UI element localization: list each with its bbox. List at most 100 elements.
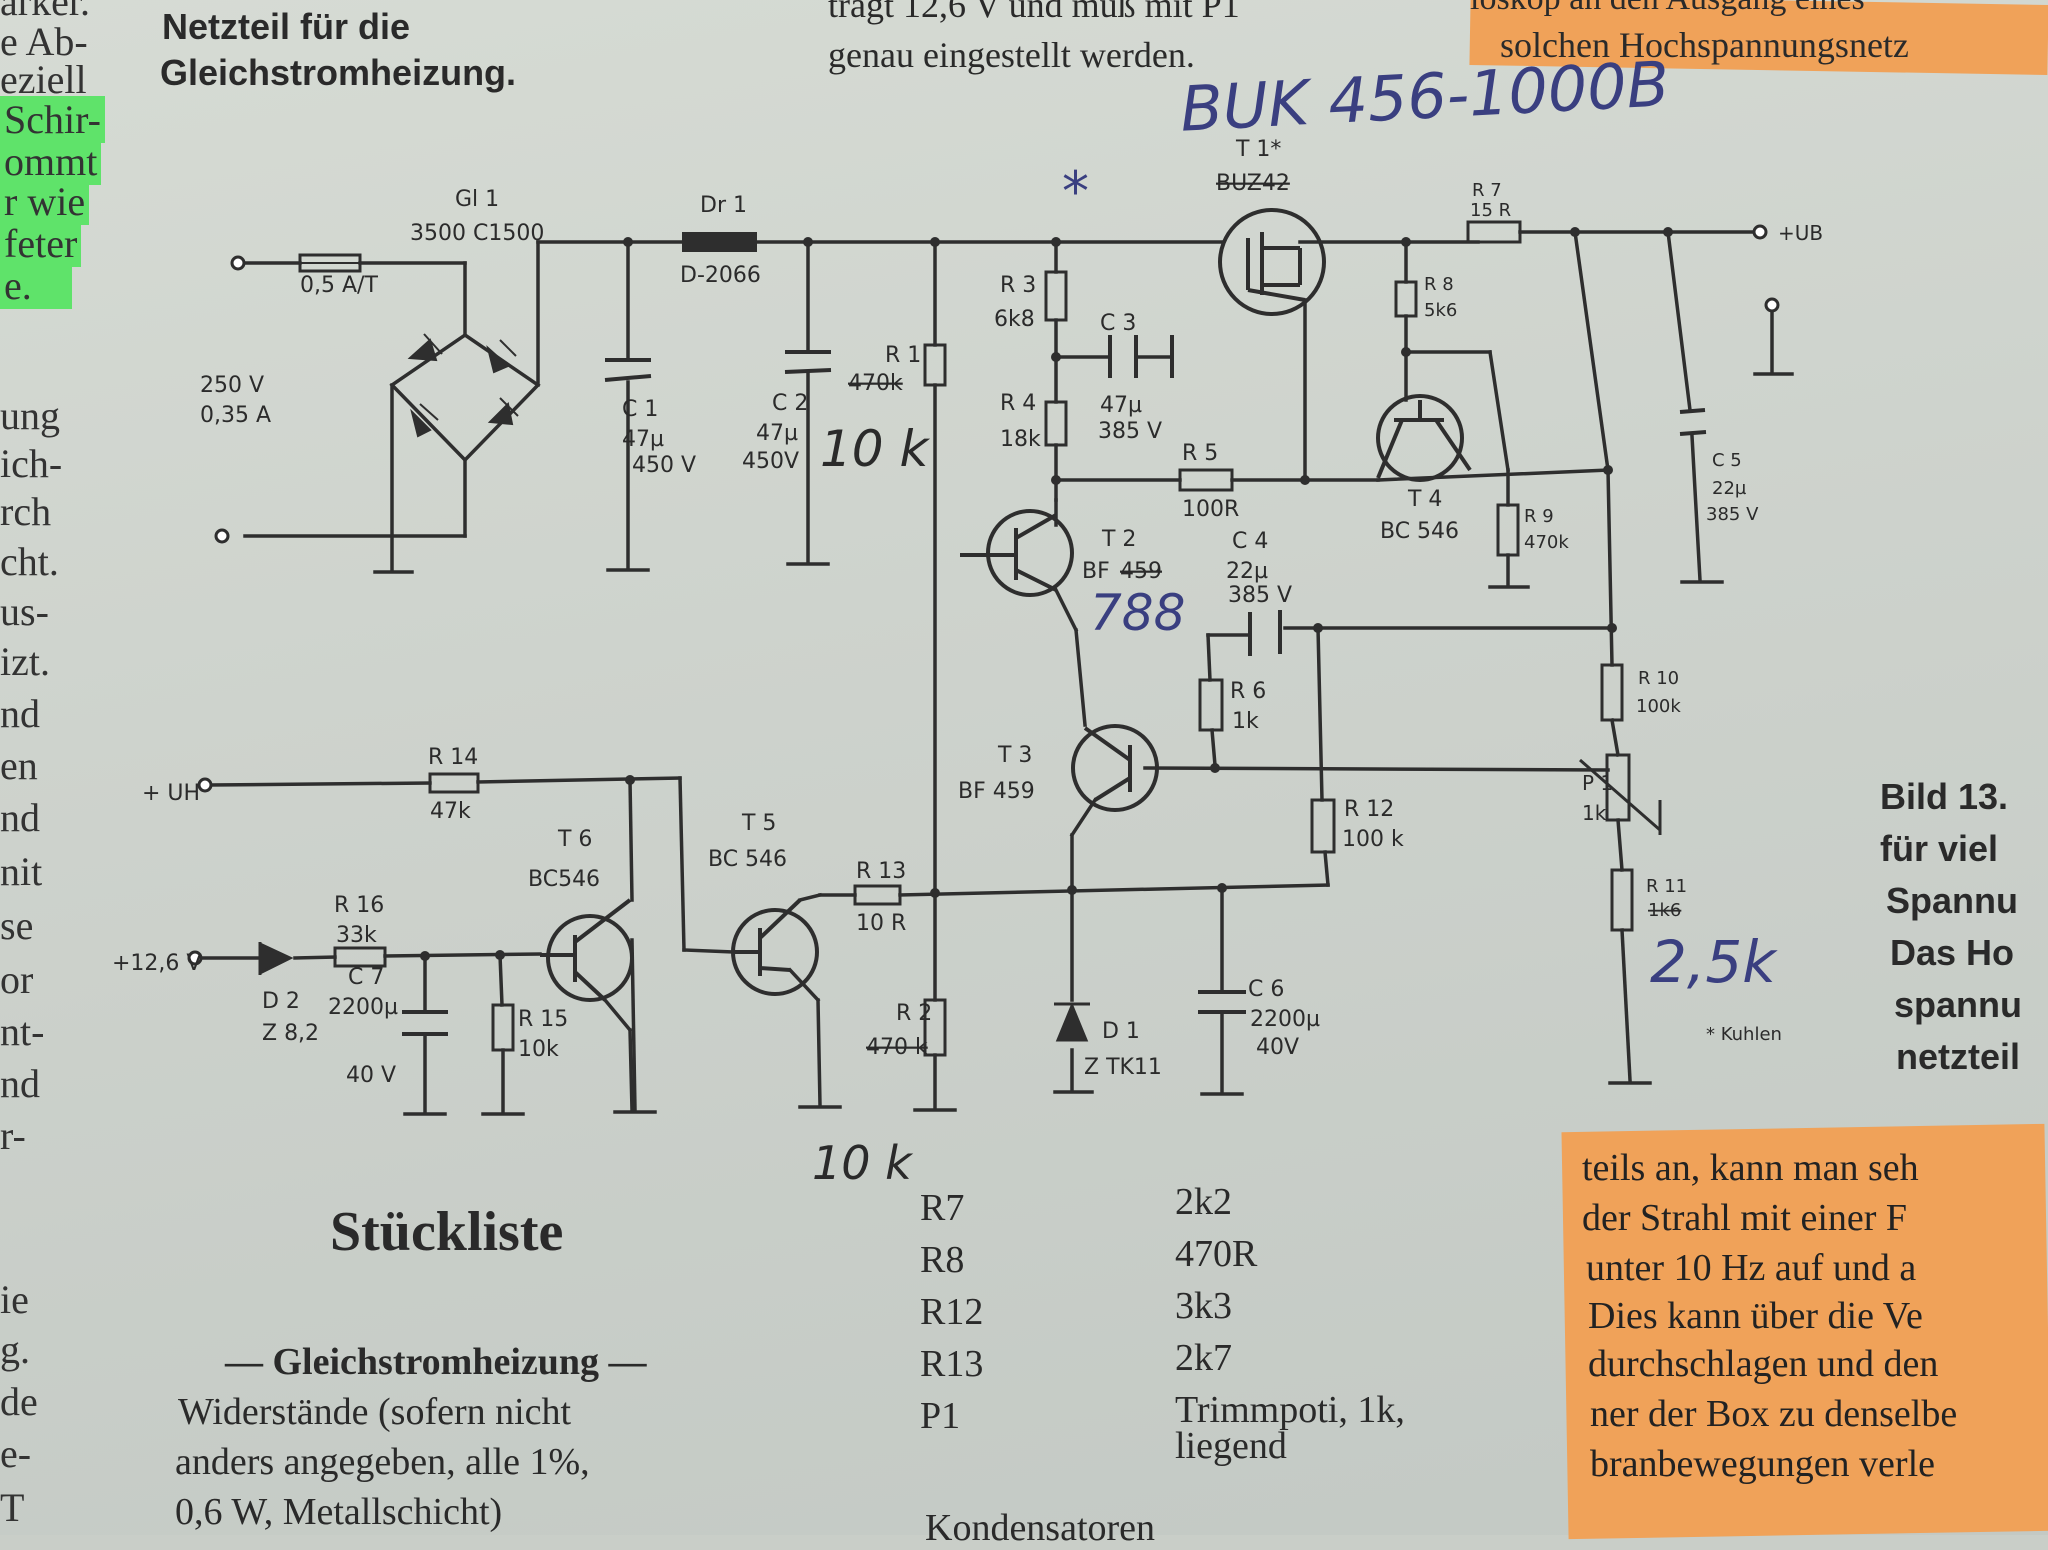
label-c2-value: 47µ xyxy=(756,421,798,446)
left-line: se xyxy=(0,903,34,948)
label-r1: R 1 xyxy=(885,343,921,368)
left-line: nd xyxy=(0,1061,40,1106)
label-c1-value: 47µ xyxy=(622,427,664,452)
parts-next-section: Kondensatoren xyxy=(925,1507,1156,1549)
label-r16: R 16 xyxy=(334,893,384,918)
label-r5-value: 100R xyxy=(1182,497,1239,522)
left-column-text: arker. e Ab- eziell Schir- ommt r wie fe… xyxy=(0,0,108,1535)
label-r4: R 4 xyxy=(1000,391,1036,416)
parts-list-desc: 0,6 W, Metallschicht) xyxy=(175,1491,503,1533)
handwritten-r1-new: 10 k xyxy=(820,420,929,478)
left-line-highlight: r wie xyxy=(0,178,90,225)
parts-row-ref: R7 xyxy=(920,1187,965,1229)
left-line-highlight: feter xyxy=(0,220,82,267)
label-c2: C 2 xyxy=(772,391,808,416)
label-c2-voltage: 450V xyxy=(742,449,799,474)
label-d2-value: Z 8,2 xyxy=(262,1021,319,1046)
left-line: nd xyxy=(0,795,40,840)
left-line-highlight: e. xyxy=(0,262,72,309)
label-c6: C 6 xyxy=(1248,977,1284,1002)
label-t5: T 5 xyxy=(741,811,776,836)
right-text-line: ner der Box zu denselbe xyxy=(1590,1393,1958,1435)
label-r2-old-value: 470 k xyxy=(866,1035,928,1060)
label-p1-value: 1k xyxy=(1582,801,1607,825)
parts-row-value: liegend xyxy=(1175,1425,1287,1467)
header-mid-line1: trägt 12,6 V und muß mit P1 xyxy=(828,0,1240,25)
label-c3-value: 47µ xyxy=(1100,393,1142,418)
left-line: nd xyxy=(0,691,40,736)
label-r7: R 7 xyxy=(1472,180,1502,201)
label-t2-type: BF xyxy=(1082,559,1110,584)
parts-row-ref: R13 xyxy=(920,1343,984,1385)
left-line: or xyxy=(0,957,34,1002)
label-t1: T 1* xyxy=(1235,137,1281,162)
label-12v6: +12,6 V xyxy=(112,951,201,976)
left-line: eziell xyxy=(0,57,87,102)
label-t2-old-type: 459 xyxy=(1120,559,1162,584)
label-p1: P 1 xyxy=(1582,771,1613,795)
label-c6-voltage: 40V xyxy=(1256,1035,1299,1060)
caption-line: Bild 13. xyxy=(1880,776,2009,817)
label-t6: T 6 xyxy=(557,827,592,852)
label-gl1-type: 3500 C1500 xyxy=(410,221,544,246)
label-r9: R 9 xyxy=(1524,506,1554,527)
caption-line: Spannu xyxy=(1886,880,2018,921)
label-r15: R 15 xyxy=(518,1007,568,1032)
label-r9-value: 470k xyxy=(1524,532,1569,553)
left-line-highlight: Schir- xyxy=(0,96,105,143)
label-d1: D 1 xyxy=(1102,1019,1140,1044)
label-c4-voltage: 385 V xyxy=(1228,583,1292,608)
parts-row-ref: P1 xyxy=(920,1395,961,1437)
label-r14: R 14 xyxy=(428,745,478,770)
label-r13: R 13 xyxy=(856,859,906,884)
left-line: e- xyxy=(0,1431,32,1476)
label-dr1: Dr 1 xyxy=(700,193,747,218)
label-c3-voltage: 385 V xyxy=(1098,419,1162,444)
label-r3: R 3 xyxy=(1000,273,1036,298)
right-text-line: durchschlagen und den xyxy=(1588,1343,1939,1385)
caption-line: für viel xyxy=(1880,828,1999,869)
label-r10: R 10 xyxy=(1638,668,1679,689)
label-r16-value: 33k xyxy=(336,923,377,948)
label-r5: R 5 xyxy=(1182,441,1218,466)
label-c5-voltage: 385 V xyxy=(1706,504,1759,525)
handwritten-t2-new: 788 xyxy=(1090,584,1186,642)
label-t3-type: BF 459 xyxy=(958,779,1035,804)
label-r12: R 12 xyxy=(1344,797,1394,822)
right-text-line: branbewegungen verle xyxy=(1590,1443,1936,1485)
left-line-highlight: ommt xyxy=(0,138,102,185)
left-line: de xyxy=(0,1379,38,1424)
label-r8: R 8 xyxy=(1424,274,1454,295)
label-r1-old-value: 470k xyxy=(848,371,903,396)
label-input-voltage: 250 V xyxy=(200,373,264,398)
label-t4: T 4 xyxy=(1407,487,1442,512)
label-gl1: Gl 1 xyxy=(455,187,499,212)
left-line: izt. xyxy=(0,639,50,684)
left-line: nt- xyxy=(0,1009,45,1054)
label-t1-old-type: BUZ42 xyxy=(1216,171,1290,196)
right-text-line: teils an, kann man seh xyxy=(1582,1147,1919,1189)
parts-row-value: 3k3 xyxy=(1175,1285,1232,1327)
label-dr1-type: D-2066 xyxy=(680,263,761,288)
label-c6-value: 2200µ xyxy=(1250,1007,1320,1032)
label-c7-value: 2200µ xyxy=(328,995,398,1020)
label-d1-type: Z TK11 xyxy=(1084,1055,1162,1080)
left-line: ung xyxy=(0,393,60,438)
label-c5-value: 22µ xyxy=(1712,478,1747,499)
label-fuse: 0,5 A/T xyxy=(300,273,378,298)
left-line: us- xyxy=(0,589,49,634)
right-text-line: Dies kann über die Ve xyxy=(1588,1295,1923,1337)
parts-list-title: Stückliste xyxy=(330,1201,564,1263)
label-r11: R 11 xyxy=(1646,876,1687,897)
label-r11-old-value: 1k6 xyxy=(1648,900,1681,921)
label-t6-type: BC546 xyxy=(528,867,600,892)
label-d2: D 2 xyxy=(262,989,300,1014)
left-line: nit xyxy=(0,849,43,894)
label-c5: C 5 xyxy=(1712,450,1742,471)
label-c7-voltage: 40 V xyxy=(346,1063,396,1088)
handwritten-r11-new: 2,5k xyxy=(1650,928,1776,996)
label-c7: C 7 xyxy=(348,965,384,990)
label-r4-value: 18k xyxy=(1000,427,1041,452)
caption-line: netzteil xyxy=(1896,1036,2021,1077)
